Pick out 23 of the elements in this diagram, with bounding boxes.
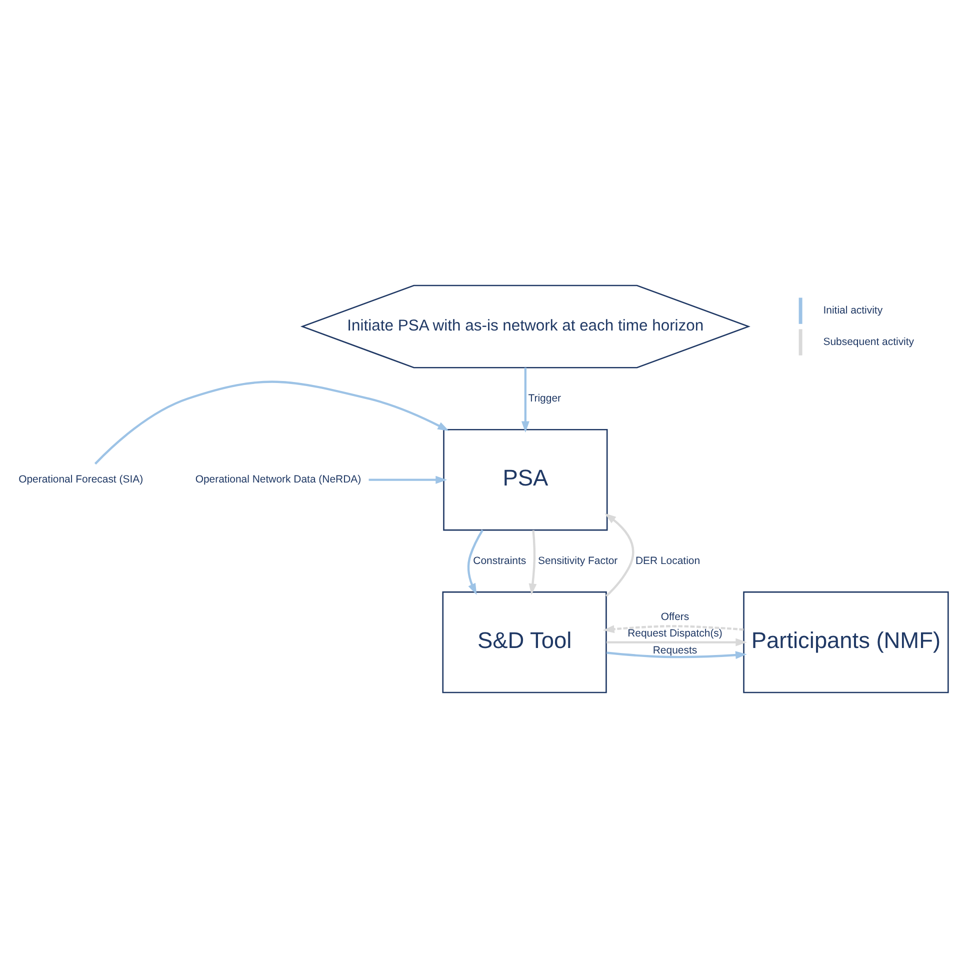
arrow (368, 475, 448, 484)
edge-label: Requests (652, 644, 698, 656)
edge-label: Trigger (528, 392, 562, 404)
node-box: Participants (NMF) (743, 590, 949, 693)
arrow (521, 367, 530, 432)
arrow (467, 529, 484, 594)
node-text: Operational Forecast (SIA) (18, 474, 144, 486)
edge-label: Offers (660, 612, 690, 623)
arrow (606, 638, 748, 646)
edge-label: Constraints (473, 555, 526, 566)
arrow (602, 624, 744, 633)
arrow (606, 650, 747, 659)
node-box: S&D Tool (442, 590, 607, 693)
edge-label: Request Dispatch(s) (628, 628, 722, 640)
legend-label: Subsequent activity (823, 336, 914, 348)
node-box: PSA (443, 428, 608, 530)
arrow (528, 530, 537, 594)
legend-label: Initial activity (823, 305, 883, 316)
edge-label: Sensitivity Factor (538, 555, 618, 566)
edge-label: DER Location (635, 555, 700, 566)
node-text: Operational Network Data (NeRDA) (195, 474, 362, 486)
arrow (94, 380, 450, 464)
arrow (604, 512, 634, 596)
